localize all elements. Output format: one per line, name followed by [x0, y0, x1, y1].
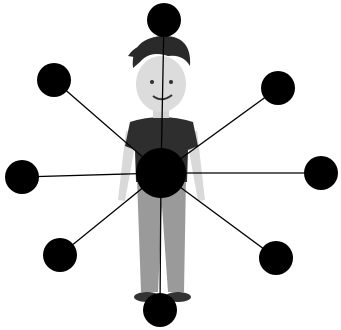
node-top-left — [37, 63, 71, 97]
node-right — [304, 156, 338, 190]
node-bottom-right — [259, 241, 293, 275]
node-bottom — [143, 293, 177, 327]
node-left — [5, 160, 39, 194]
node-top — [147, 3, 181, 37]
hub-node — [136, 148, 186, 198]
left-eye — [150, 80, 154, 84]
node-bottom-left — [43, 238, 77, 272]
node-top-right — [261, 71, 295, 105]
head — [136, 56, 186, 112]
right-eye — [169, 80, 173, 84]
